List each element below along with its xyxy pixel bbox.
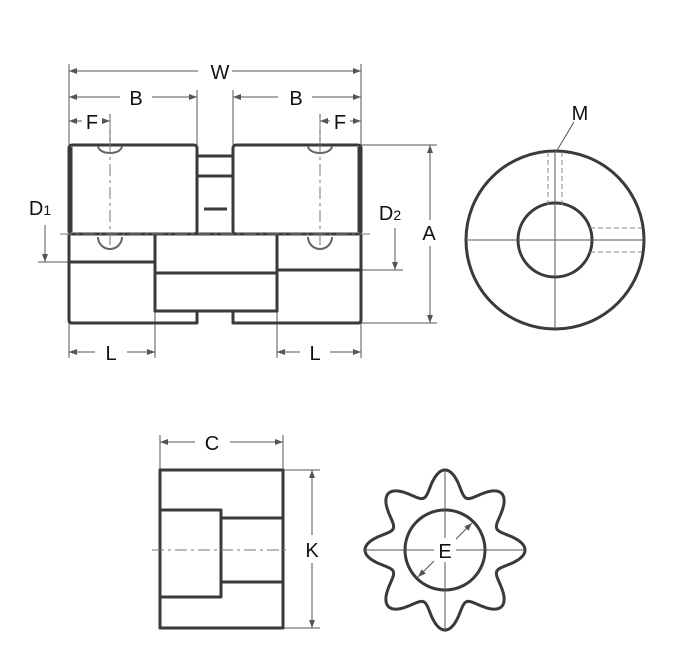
extension-lines	[38, 64, 437, 358]
spider-step	[160, 508, 223, 599]
spider-body	[158, 468, 285, 630]
left-hub-upper	[67, 143, 199, 236]
label-m: M	[572, 103, 589, 125]
label-b-left: B	[129, 88, 142, 110]
label-a: A	[422, 223, 436, 245]
spider-tooth	[195, 154, 235, 178]
spider-side-view: C K	[152, 433, 320, 630]
spider-end-view: E	[363, 468, 527, 632]
label-f-right: F	[334, 112, 346, 134]
label-w: W	[211, 62, 230, 84]
right-hub-lower	[231, 234, 363, 325]
keyway-hidden-lines	[547, 152, 642, 253]
label-c: C	[205, 433, 219, 455]
label-f-left: F	[86, 112, 98, 134]
label-k: K	[305, 540, 319, 562]
side-view: W B B F F D1 D2 A L L	[29, 62, 437, 365]
label-l-left: L	[105, 343, 116, 365]
label-e: E	[438, 541, 451, 563]
end-view: M	[464, 103, 646, 331]
crosshair	[466, 151, 644, 329]
center-lines	[60, 118, 370, 245]
left-hub-lower	[67, 234, 199, 325]
label-b-right: B	[289, 88, 302, 110]
label-d2: D2	[379, 203, 401, 225]
right-hub-upper	[231, 143, 363, 236]
dimension-lines	[42, 68, 433, 355]
label-d1: D1	[29, 198, 51, 220]
label-l-right: L	[309, 343, 320, 365]
m-leader	[555, 121, 575, 153]
